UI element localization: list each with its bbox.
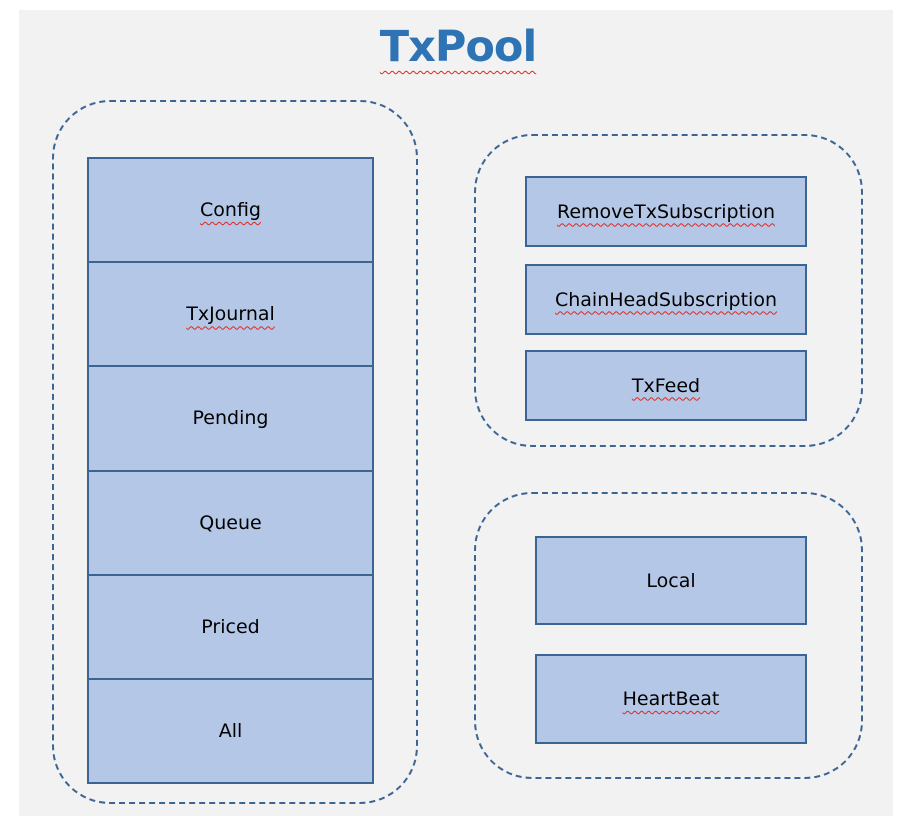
left-group [52, 100, 418, 804]
stack-cell-label: Pending [192, 407, 269, 430]
stack-cell-label: TxJournal [186, 303, 275, 326]
stack-cell-pending: Pending [89, 367, 372, 472]
box-remove-tx-subscription: RemoveTxSubscription [525, 176, 807, 247]
title-text: TxPool [379, 22, 537, 72]
box-label: RemoveTxSubscription [556, 200, 775, 223]
left-stack: Config TxJournal Pending Queue Priced Al… [87, 157, 374, 784]
diagram-title: TxPool [0, 22, 916, 72]
stack-cell-config: Config [89, 159, 372, 264]
box-label: ChainHeadSubscription [554, 288, 777, 311]
stack-cell-txjournal: TxJournal [89, 263, 372, 368]
box-label: TxFeed [631, 374, 701, 397]
stack-cell-label: All [218, 719, 243, 742]
top-right-group [474, 134, 863, 447]
box-txfeed: TxFeed [525, 350, 807, 421]
stack-cell-label: Priced [201, 615, 260, 638]
box-local: Local [535, 536, 807, 625]
box-label: HeartBeat [622, 688, 720, 710]
stack-cell-label: Config [200, 199, 261, 222]
box-label: Local [646, 569, 696, 592]
stack-cell-label: Queue [199, 511, 262, 534]
stack-cell-queue: Queue [89, 471, 372, 576]
stack-cell-priced: Priced [89, 575, 372, 680]
stack-cell-all: All [89, 679, 372, 783]
bottom-right-group [474, 492, 863, 779]
box-heartbeat: HeartBeat [535, 654, 807, 744]
box-chain-head-subscription: ChainHeadSubscription [525, 264, 807, 335]
